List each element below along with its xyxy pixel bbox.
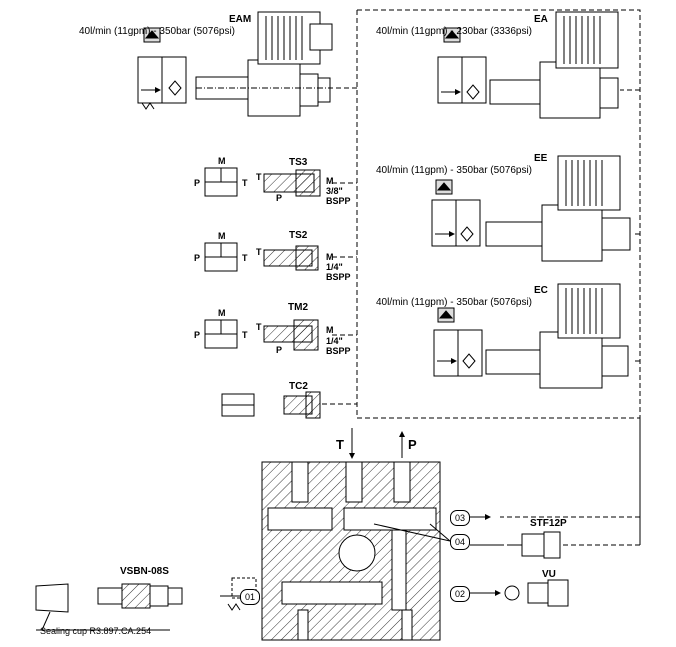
ts2-symbol-m: M bbox=[218, 231, 226, 241]
manifold-body-section bbox=[261, 428, 441, 641]
body-port-t: T bbox=[336, 437, 344, 452]
ea-code: EA bbox=[534, 14, 548, 25]
port-01-badge: 01 bbox=[240, 589, 260, 605]
vsbn-08s-drawing bbox=[97, 583, 183, 609]
tm2-thread-type: BSPP bbox=[326, 346, 351, 356]
eam-spec: 40l/min (11gpm) - 350bar (5076psi) bbox=[79, 26, 236, 37]
ts3-symbol-p: P bbox=[194, 178, 201, 188]
tm2-symbol-t: T bbox=[242, 330, 248, 340]
vsbn-08s-label: VSBN-08S bbox=[120, 566, 169, 577]
sealing-cup-drawing bbox=[35, 583, 170, 631]
stf12p-plug-drawing bbox=[512, 531, 561, 559]
eam-valve-drawing bbox=[137, 11, 333, 117]
tm2-symbol-m: M bbox=[218, 308, 226, 318]
ea-valve-drawing bbox=[437, 11, 619, 119]
ts3-fitting-p: P bbox=[276, 193, 283, 203]
tm2-fitting-m: M bbox=[326, 325, 334, 335]
port-03-badge: 03 bbox=[450, 510, 470, 526]
tm2-fitting-p: P bbox=[276, 345, 283, 355]
ee-code: EE bbox=[534, 153, 548, 164]
ts3-symbol-t: T bbox=[242, 178, 248, 188]
vu-label: VU bbox=[542, 569, 556, 580]
ts2-drawing bbox=[204, 242, 319, 272]
ec-spec: 40l/min (11gpm) - 350bar (5076psi) bbox=[376, 297, 533, 308]
sealing-cup-label: Sealing cup R3.897.CA.254 bbox=[40, 626, 152, 636]
tm2-symbol-p: P bbox=[194, 330, 201, 340]
ee-spec: 40l/min (11gpm) - 350bar (5076psi) bbox=[376, 165, 533, 176]
ts2-symbol-p: P bbox=[194, 253, 201, 263]
tm2-fitting-t: T bbox=[256, 322, 262, 332]
ts2-thread-size: 1/4" bbox=[326, 262, 343, 272]
port-04-badge: 04 bbox=[450, 534, 470, 550]
ts3-drawing bbox=[204, 167, 321, 197]
tc2-code: TC2 bbox=[289, 381, 308, 392]
ts2-thread-type: BSPP bbox=[326, 272, 351, 282]
tm2-thread-size: 1/4" bbox=[326, 336, 343, 346]
ts3-fitting-m: M bbox=[326, 176, 334, 186]
tm2-code: TM2 bbox=[288, 302, 308, 313]
port-callout-lines bbox=[373, 514, 501, 596]
ea-spec: 40l/min (11gpm) - 230bar (3336psi) bbox=[376, 26, 533, 37]
ts2-fitting-m: M bbox=[326, 252, 334, 262]
ts3-symbol-m: M bbox=[218, 156, 226, 166]
tc2-drawing bbox=[221, 391, 321, 419]
eam-code: EAM bbox=[229, 14, 252, 25]
ts3-fitting-t: T bbox=[256, 172, 262, 182]
ts3-thread-size: 3/8" bbox=[326, 186, 343, 196]
stf12p-label: STF12P bbox=[530, 518, 567, 529]
ts2-symbol-t: T bbox=[242, 253, 248, 263]
ts2-code: TS2 bbox=[289, 230, 308, 241]
ts2-fitting-t: T bbox=[256, 247, 262, 257]
vu-plug-drawing bbox=[504, 579, 569, 607]
ts3-thread-type: BSPP bbox=[326, 196, 351, 206]
ts3-code: TS3 bbox=[289, 157, 308, 168]
tm2-drawing bbox=[204, 319, 319, 351]
ec-code: EC bbox=[534, 285, 548, 296]
ec-valve-drawing bbox=[433, 283, 629, 389]
port-02-badge: 02 bbox=[450, 586, 470, 602]
ee-valve-drawing bbox=[431, 155, 631, 262]
body-port-p: P bbox=[408, 437, 417, 452]
